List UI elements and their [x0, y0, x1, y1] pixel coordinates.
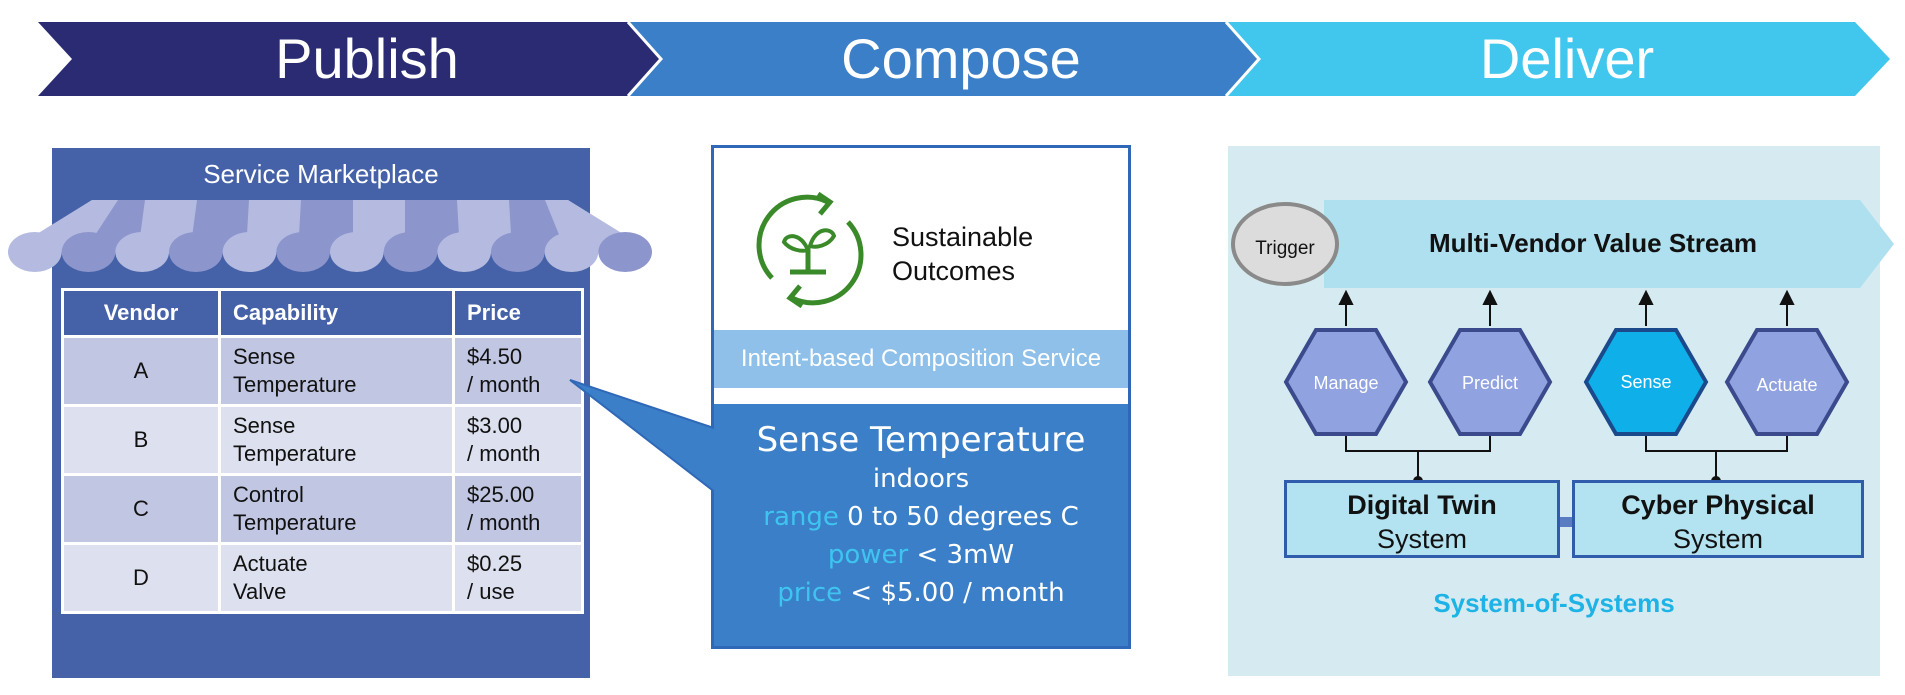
- system-title: Cyber Physical: [1621, 490, 1815, 520]
- price-unit: / month: [467, 510, 541, 535]
- awning-scallop: [61, 232, 116, 272]
- publish-chevron: [38, 22, 661, 96]
- table-header-row: Vendor Capability Price: [61, 288, 584, 338]
- capability-line: Temperature: [233, 510, 357, 535]
- intent-title: Sense Temperature: [756, 420, 1086, 460]
- deliver-chevron: [1226, 22, 1890, 96]
- power-value: < 3mW: [916, 540, 1015, 570]
- system-subtitle: System: [1376, 524, 1468, 554]
- value-stream-arrow: [1324, 200, 1894, 288]
- awning-scallop: [276, 232, 330, 272]
- price-amount: $3.00: [467, 413, 523, 438]
- vendor-cell: C: [61, 473, 221, 545]
- digital-twin-system: Digital Twin System: [1284, 480, 1560, 558]
- awning-scallop: [544, 232, 599, 272]
- range-key: range: [763, 502, 839, 532]
- value-stream-diagram: Trigger Manage Predict Sense Actuate: [1231, 200, 1894, 527]
- price-cell: $3.00 / month: [452, 404, 584, 476]
- stage-compose-label: Compose: [841, 27, 1081, 90]
- awning-scallop: [598, 232, 653, 272]
- sprout-recycle-icon: [756, 191, 864, 309]
- awning-scallop: [115, 232, 169, 272]
- price-amount: $25.00: [467, 482, 535, 507]
- trigger-label: Trigger: [1255, 238, 1315, 259]
- intent-spec-panel: Sense Temperature indoors range 0 to 50 …: [714, 404, 1128, 646]
- awning-icon: [7, 200, 653, 272]
- capability-line: Sense: [233, 344, 296, 369]
- capability-line: Valve: [233, 579, 287, 604]
- power-key: power: [827, 540, 909, 570]
- header-capability: Capability: [218, 288, 455, 338]
- awning-scallop: [383, 232, 438, 272]
- hex-predict: [1427, 328, 1553, 436]
- price-amount: $4.50: [467, 344, 523, 369]
- intent-power: power < 3mW: [714, 536, 1128, 574]
- vendor-cell: D: [61, 542, 221, 614]
- price-cell: $25.00 / month: [452, 473, 584, 545]
- system-subtitle: System: [1672, 524, 1764, 554]
- hex-actuate-label: Actuate: [1756, 375, 1817, 395]
- range-value: 0 to 50 degrees C: [847, 502, 1079, 532]
- capability-line: Actuate: [233, 551, 308, 576]
- price-cell: $0.25 / use: [452, 542, 584, 614]
- capability-line: Temperature: [233, 441, 357, 466]
- compose-chevron: [628, 22, 1259, 96]
- hex-manage-label: Manage: [1313, 373, 1378, 393]
- system-title: Digital Twin: [1347, 490, 1497, 520]
- outcome-label: Sustainable Outcomes: [892, 220, 1033, 288]
- awning-scallop: [7, 232, 62, 272]
- awning-scallop: [169, 232, 223, 272]
- capability-line: Sense: [233, 413, 296, 438]
- header-price: Price: [452, 288, 584, 338]
- intent-price: price < $5.00 / month: [714, 574, 1128, 612]
- stage-deliver-label: Deliver: [1479, 27, 1655, 90]
- outcome-line: Sustainable: [892, 222, 1034, 252]
- price-cell: $4.50 / month: [452, 335, 584, 407]
- intent-service-label: Intent-based Composition Service: [714, 330, 1128, 388]
- awning-scallop: [330, 232, 384, 272]
- header-vendor: Vendor: [61, 288, 221, 338]
- intent-location: indoors: [872, 464, 970, 494]
- intent-range: range 0 to 50 degrees C: [714, 498, 1128, 536]
- price-unit: / use: [467, 579, 515, 604]
- price-key: price: [777, 578, 843, 608]
- cyber-physical-system: Cyber Physical System: [1572, 480, 1864, 558]
- awning-scallop: [222, 232, 277, 272]
- outcome-line: Outcomes: [892, 256, 1016, 286]
- price-value: < $5.00 / month: [850, 578, 1065, 608]
- capability-line: Temperature: [233, 372, 357, 397]
- vendor-cell: B: [61, 404, 221, 476]
- hex-sense-label: Sense: [1620, 372, 1671, 392]
- awning-scallop: [437, 232, 491, 272]
- marketplace-title: Service Marketplace: [203, 159, 439, 189]
- price-unit: / month: [467, 441, 541, 466]
- vendor-cell: A: [61, 335, 221, 407]
- awning-scallop: [490, 232, 545, 272]
- hex-manage: [1283, 328, 1409, 436]
- hex-sense: [1583, 328, 1709, 436]
- stage-publish-label: Publish: [275, 27, 459, 90]
- price-unit: / month: [467, 372, 541, 397]
- price-amount: $0.25: [467, 551, 523, 576]
- trigger-node: [1231, 202, 1339, 286]
- callout-pointer: [569, 379, 720, 498]
- capability-line: Control: [233, 482, 304, 507]
- stage-banner: [38, 21, 1890, 97]
- value-stream-label: Multi-Vendor Value Stream: [1429, 228, 1757, 258]
- hex-predict-label: Predict: [1462, 373, 1518, 393]
- system-of-systems-label: System-of-Systems: [1433, 588, 1675, 618]
- hex-actuate: [1724, 328, 1850, 436]
